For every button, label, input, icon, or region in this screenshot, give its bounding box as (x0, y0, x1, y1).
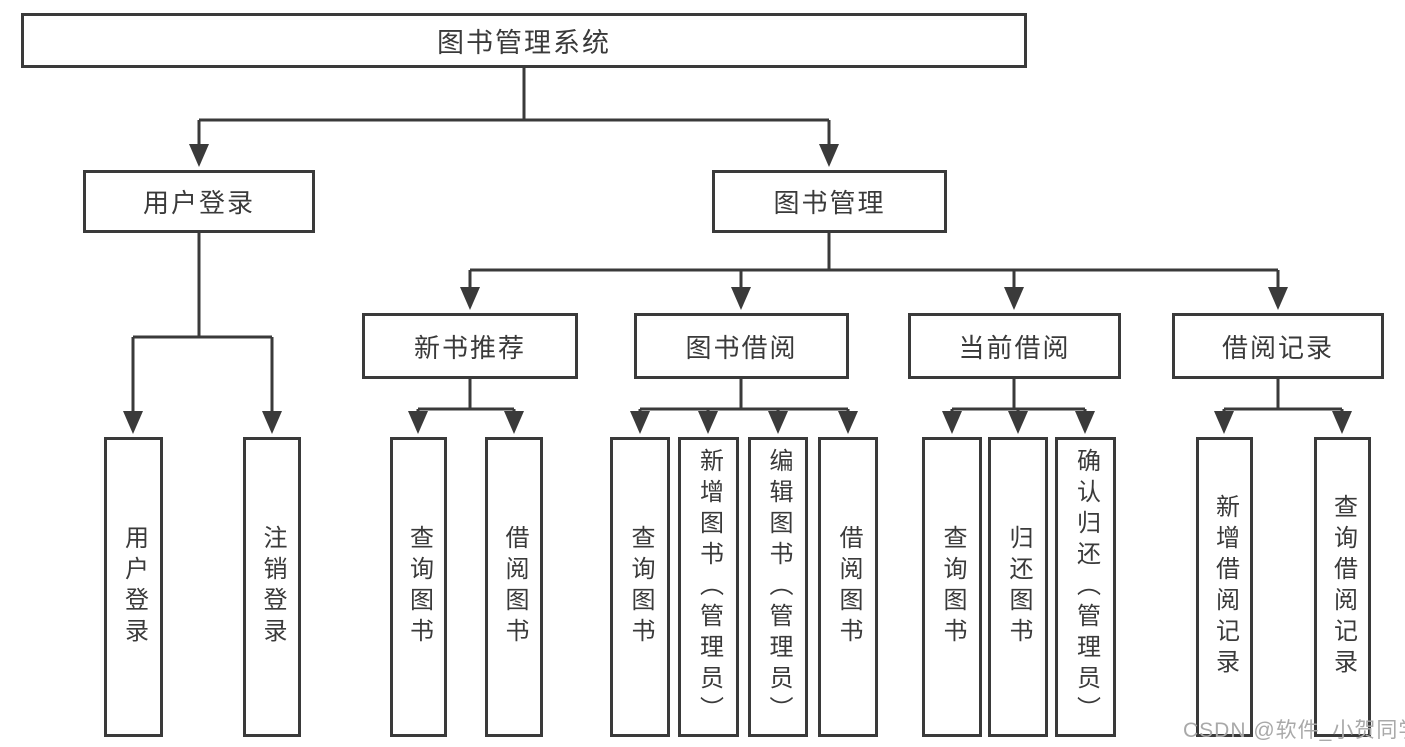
leaf-records-query-record: 查询借阅记录 (1314, 437, 1371, 737)
node-current-borrowing: 当前借阅 (908, 313, 1121, 379)
node-label: 注销登录 (259, 525, 286, 649)
node-book-borrowing: 图书借阅 (634, 313, 849, 379)
node-root-library-system: 图书管理系统 (21, 13, 1027, 68)
node-label: 新书推荐 (413, 332, 526, 363)
node-new-book-recommend: 新书推荐 (362, 313, 578, 379)
node-label: 用户登录 (142, 188, 255, 218)
leaf-records-add-record: 新增借阅记录 (1196, 437, 1253, 737)
arrowheads (123, 144, 1352, 434)
leaf-current-query-books: 查询图书 (922, 437, 982, 737)
node-label: 用户登录 (120, 525, 148, 649)
node-borrow-records: 借阅记录 (1172, 313, 1384, 379)
leaf-user-login: 用户登录 (104, 437, 163, 737)
node-label: 图书借阅 (685, 332, 798, 363)
leaf-newbook-query-books: 查询图书 (390, 437, 447, 737)
node-label: 归还图书 (1005, 525, 1032, 649)
node-label: 新增图书（管理员） (695, 447, 723, 727)
node-label: 图书管理 (773, 188, 886, 218)
leaf-current-return-books: 归还图书 (988, 437, 1048, 737)
node-label: 查询图书 (627, 525, 654, 649)
node-label: 查询借阅记录 (1329, 494, 1357, 680)
leaf-logout: 注销登录 (243, 437, 301, 737)
leaf-borrowing-borrow-books: 借阅图书 (818, 437, 878, 737)
leaf-borrowing-add-books-admin: 新增图书（管理员） (678, 437, 739, 737)
watermark: CSDN @软件_小贺同学 (1183, 719, 1405, 742)
node-label: 查询图书 (939, 525, 966, 649)
node-label: 新增借阅记录 (1211, 494, 1239, 680)
leaf-current-confirm-return-admin: 确认归还（管理员） (1055, 437, 1116, 737)
node-label: 借阅图书 (501, 525, 528, 649)
leaf-borrowing-query-books: 查询图书 (610, 437, 670, 737)
node-label: 图书管理系统 (437, 28, 611, 58)
node-book-management: 图书管理 (712, 170, 947, 233)
node-label: 借阅图书 (835, 525, 862, 649)
leaf-borrowing-edit-books-admin: 编辑图书（管理员） (748, 437, 808, 737)
node-label: 确认归还（管理员） (1072, 447, 1100, 727)
node-label: 当前借阅 (958, 332, 1071, 363)
node-user-login: 用户登录 (83, 170, 315, 233)
node-label: 查询图书 (405, 525, 433, 649)
node-label: 借阅记录 (1221, 332, 1334, 363)
leaf-newbook-borrow-books: 借阅图书 (485, 437, 543, 737)
node-label: 编辑图书（管理员） (765, 447, 792, 727)
